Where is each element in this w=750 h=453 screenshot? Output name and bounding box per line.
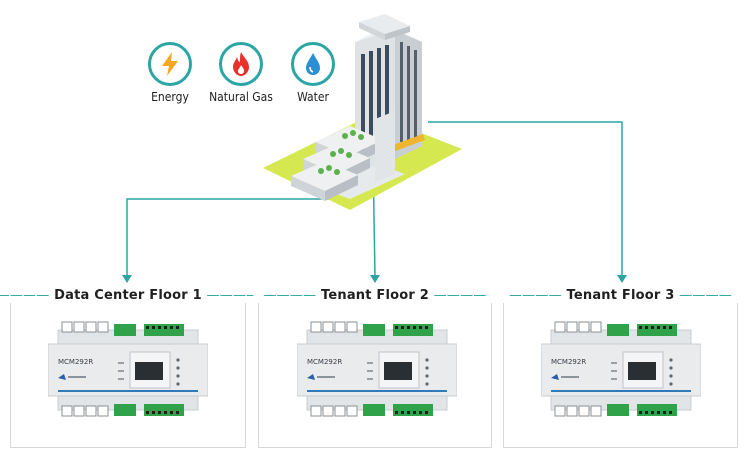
floor-panel-2: ———— Tenant Floor 2 ————	[253, 288, 497, 448]
meter-device: MCM292R	[47, 321, 209, 417]
floor-panel-3: ———— Tenant Floor 3 ————	[498, 288, 743, 448]
building-illustration	[263, 14, 462, 210]
meter-device-floor-2: MCM292R	[296, 318, 458, 426]
connector-floor-1	[126, 198, 330, 277]
device-model-label: MCM292R	[551, 358, 586, 366]
connector-floor-3	[428, 121, 623, 277]
meter-device-floor-1: MCM292R	[47, 318, 209, 426]
flame-icon	[219, 42, 263, 86]
resource-energy: Energy	[135, 42, 205, 104]
meter-device-floor-3: MCM292R	[540, 318, 702, 426]
floor-title-3: ———— Tenant Floor 3 ————	[498, 288, 743, 303]
resource-label-natural-gas: Natural Gas	[209, 90, 273, 104]
device-model-label: MCM292R	[58, 358, 93, 366]
resource-label-water: Water	[297, 90, 329, 104]
energy-icon	[148, 42, 192, 86]
resource-water: Water	[278, 42, 348, 104]
resource-natural-gas: Natural Gas	[206, 42, 276, 104]
meter-device: MCM292R	[296, 321, 458, 417]
arrowhead-floor-3	[617, 275, 627, 283]
meter-device: MCM292R	[540, 321, 702, 417]
device-model-label: MCM292R	[307, 358, 342, 366]
floor-title-1: ———— Data Center Floor 1 ————	[0, 288, 270, 303]
arrowhead-floor-1	[122, 275, 132, 283]
arrowhead-floor-2	[370, 275, 380, 283]
floor-title-2: ———— Tenant Floor 2 ————	[253, 288, 497, 303]
floor-panel-1: ———— Data Center Floor 1 ————	[0, 288, 270, 448]
water-drop-icon	[291, 42, 335, 86]
resource-label-energy: Energy	[151, 90, 189, 104]
